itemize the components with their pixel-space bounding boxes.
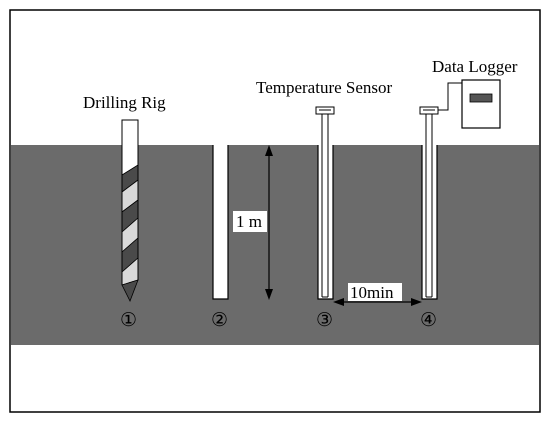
drilling-rig-label: Drilling Rig — [83, 93, 166, 112]
ground — [11, 145, 539, 345]
depth-label: 1 m — [236, 212, 262, 231]
borehole-4 — [422, 145, 437, 299]
borehole-2-outline — [212, 145, 229, 300]
depth-arrow — [265, 145, 273, 300]
borehole-4-outline — [421, 145, 438, 300]
data-logger-icon — [461, 79, 501, 129]
step-number-4: ④ — [420, 310, 437, 331]
drilling-rig-icon — [121, 119, 139, 302]
step-number-2: ② — [211, 310, 228, 331]
borehole-2 — [213, 145, 228, 299]
borehole-3-outline — [317, 145, 334, 300]
temperature-sensor-label: Temperature Sensor — [256, 78, 393, 97]
interval-label: 10min — [350, 283, 394, 302]
data-logger-label: Data Logger — [432, 57, 518, 76]
temperature-sensor-icon-4 — [419, 106, 439, 298]
logger-cable — [438, 82, 462, 111]
borehole-3 — [318, 145, 333, 299]
step-number-1: ① — [120, 310, 137, 331]
interval-arrow — [333, 298, 422, 306]
depth-label-bg — [233, 211, 267, 232]
interval-label-bg — [348, 283, 402, 301]
step-number-3: ③ — [316, 310, 333, 331]
temperature-sensor-icon-3 — [315, 106, 335, 298]
